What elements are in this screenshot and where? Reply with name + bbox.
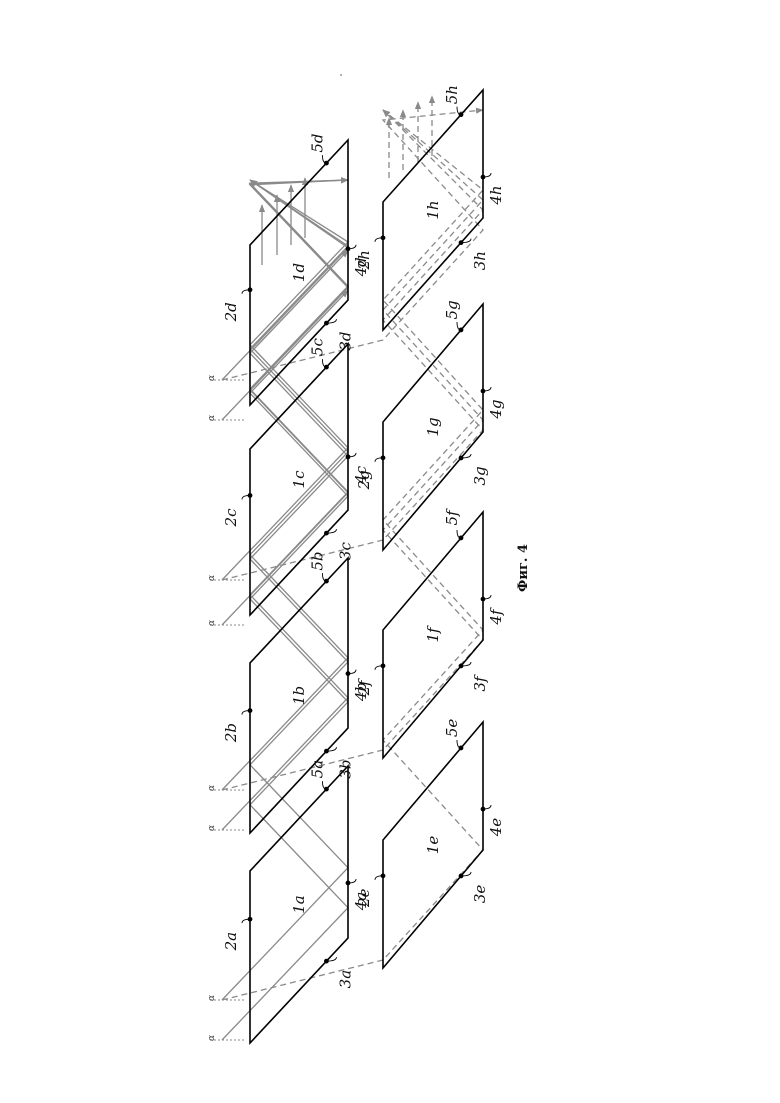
ref-label-5g: 5g xyxy=(443,300,461,319)
alpha-symbol: α xyxy=(207,1035,217,1041)
solid-ray-7 xyxy=(222,180,348,380)
plate-label-b: 1b xyxy=(290,686,308,705)
ref-label-3d: 3d xyxy=(336,332,354,351)
ref-label-2b: 2b xyxy=(222,723,240,743)
plate-label-f: 1f xyxy=(424,625,442,643)
solid-ray-0 xyxy=(222,290,348,1040)
alpha-symbol: α xyxy=(207,415,217,421)
ref-label-5f: 5f xyxy=(443,508,461,526)
ref-label-3f: 3f xyxy=(471,674,489,692)
plate-label-h: 1h xyxy=(424,200,442,219)
plate-label-d: 1d xyxy=(290,263,308,282)
ref-label-2f: 2f xyxy=(355,678,373,697)
solid-ray-4 xyxy=(222,180,348,625)
alpha-symbol: α xyxy=(207,620,217,626)
ref-label-5d: 5d xyxy=(308,134,326,153)
solid-ray-5 xyxy=(222,180,348,580)
ref-label-3b: 3b xyxy=(336,760,354,779)
ref-label-4g: 4g xyxy=(487,399,505,419)
ref-label-3a: 3a xyxy=(336,970,354,989)
alpha-symbol: α xyxy=(207,825,217,831)
alpha-symbol: α xyxy=(207,575,217,581)
plate-label-e: 1e xyxy=(424,836,442,855)
ref-label-2a: 2a xyxy=(222,932,240,952)
ref-label-2c: 2c xyxy=(222,508,240,528)
plate-label-a: 1a xyxy=(290,895,308,914)
alpha-symbol: α xyxy=(207,785,217,791)
solid-ray-3 xyxy=(222,180,348,790)
solid-ray-6 xyxy=(222,180,348,420)
plate-label-c: 1c xyxy=(290,470,308,489)
ref-label-3h: 3h xyxy=(471,251,489,270)
ref-label-2h: 2h xyxy=(355,250,373,270)
plate-label-g: 1g xyxy=(424,417,442,436)
ref-label-5h: 5h xyxy=(443,85,461,104)
ref-label-5a: 5a xyxy=(308,760,326,779)
ref-label-2e: 2e xyxy=(355,889,373,909)
ref-label-3c: 3c xyxy=(336,542,354,561)
ref-label-4h: 4h xyxy=(487,185,505,205)
ref-label-4f: 4f xyxy=(487,607,505,626)
ref-label-3g: 3g xyxy=(471,466,489,485)
alpha-symbol: α xyxy=(207,995,217,1001)
ref-label-4e: 4e xyxy=(487,818,505,838)
ref-label-2d: 2d xyxy=(222,302,240,322)
solid-ray-2 xyxy=(222,180,348,830)
scan-speck xyxy=(340,74,342,76)
figure-caption: Фиг. 4 xyxy=(516,544,531,592)
ref-label-5e: 5e xyxy=(443,719,461,738)
ref-label-2g: 2g xyxy=(355,470,373,490)
ref-label-3e: 3e xyxy=(471,885,489,904)
alpha-symbol: α xyxy=(207,375,217,381)
ref-label-5b: 5b xyxy=(308,552,326,571)
ref-label-5c: 5c xyxy=(308,338,326,357)
